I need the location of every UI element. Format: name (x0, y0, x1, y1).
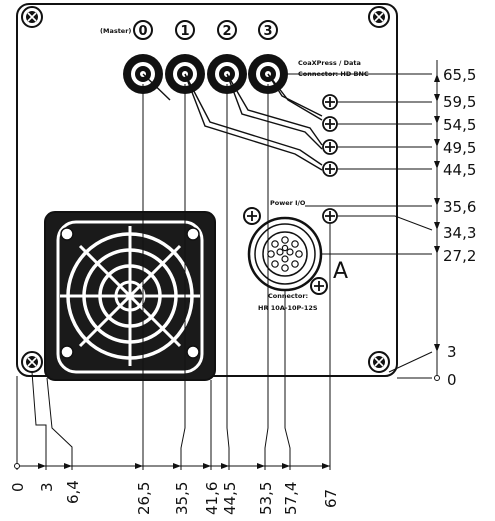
corner-screw-icon (368, 351, 390, 373)
origin-mark (14, 463, 20, 469)
dimension-label: 44,5 (221, 482, 239, 515)
dimension-label: 0 (9, 482, 27, 492)
connector-label: HR 10A-10P-12S (258, 304, 318, 312)
fan-grille (44, 211, 216, 381)
dimension-label: 44,5 (443, 161, 476, 179)
port-number: 3 (263, 24, 272, 39)
origin-mark (434, 375, 440, 381)
corner-screw-icon (21, 6, 43, 28)
coax-label: CoaXPress / Data (298, 59, 361, 67)
connector-label: Connector: (268, 292, 308, 300)
dimension-label: 59,5 (443, 93, 476, 111)
dimension-label: 27,2 (443, 247, 476, 265)
port-number: 1 (180, 24, 189, 39)
port-number: 2 (222, 24, 231, 39)
dimension-label: 65,5 (443, 66, 476, 84)
port-badges: 0 1 2 3 (133, 20, 278, 40)
port-number: 0 (138, 24, 147, 39)
dimension-label: 6,4 (64, 480, 82, 504)
dimension-label: 41,6 (203, 482, 221, 515)
power-io-connector (247, 216, 323, 292)
screw-icon (310, 277, 328, 295)
dimension-label: 67 (322, 489, 340, 508)
dimension-label: 49,5 (443, 139, 476, 157)
dimension-label: 3 (38, 482, 56, 492)
status-led-icons (322, 94, 338, 224)
dimension-label: 35,6 (443, 198, 476, 216)
marker-a: A (333, 259, 348, 284)
dimension-label: 0 (447, 371, 457, 389)
master-label: (Master) (100, 27, 131, 35)
bottom-dimension-ticks (38, 463, 330, 469)
dimension-label: 54,5 (443, 116, 476, 134)
corner-screw-icon (21, 351, 43, 373)
dimension-label: 57,4 (282, 482, 300, 515)
dimension-label: 34,3 (443, 224, 476, 242)
corner-screw-icon (368, 6, 390, 28)
screw-icon (243, 207, 261, 225)
dimension-label: 3 (447, 343, 457, 361)
dimension-label: 26,5 (135, 482, 153, 515)
power-io-label: Power I/O (270, 199, 306, 207)
right-dimension-lines (280, 60, 438, 379)
bottom-dimension-lines (16, 84, 331, 470)
dimension-label: 53,5 (257, 482, 275, 515)
dimension-label: 35,5 (173, 482, 191, 515)
connector-traces (142, 73, 323, 171)
right-dimension-ticks (434, 74, 440, 352)
